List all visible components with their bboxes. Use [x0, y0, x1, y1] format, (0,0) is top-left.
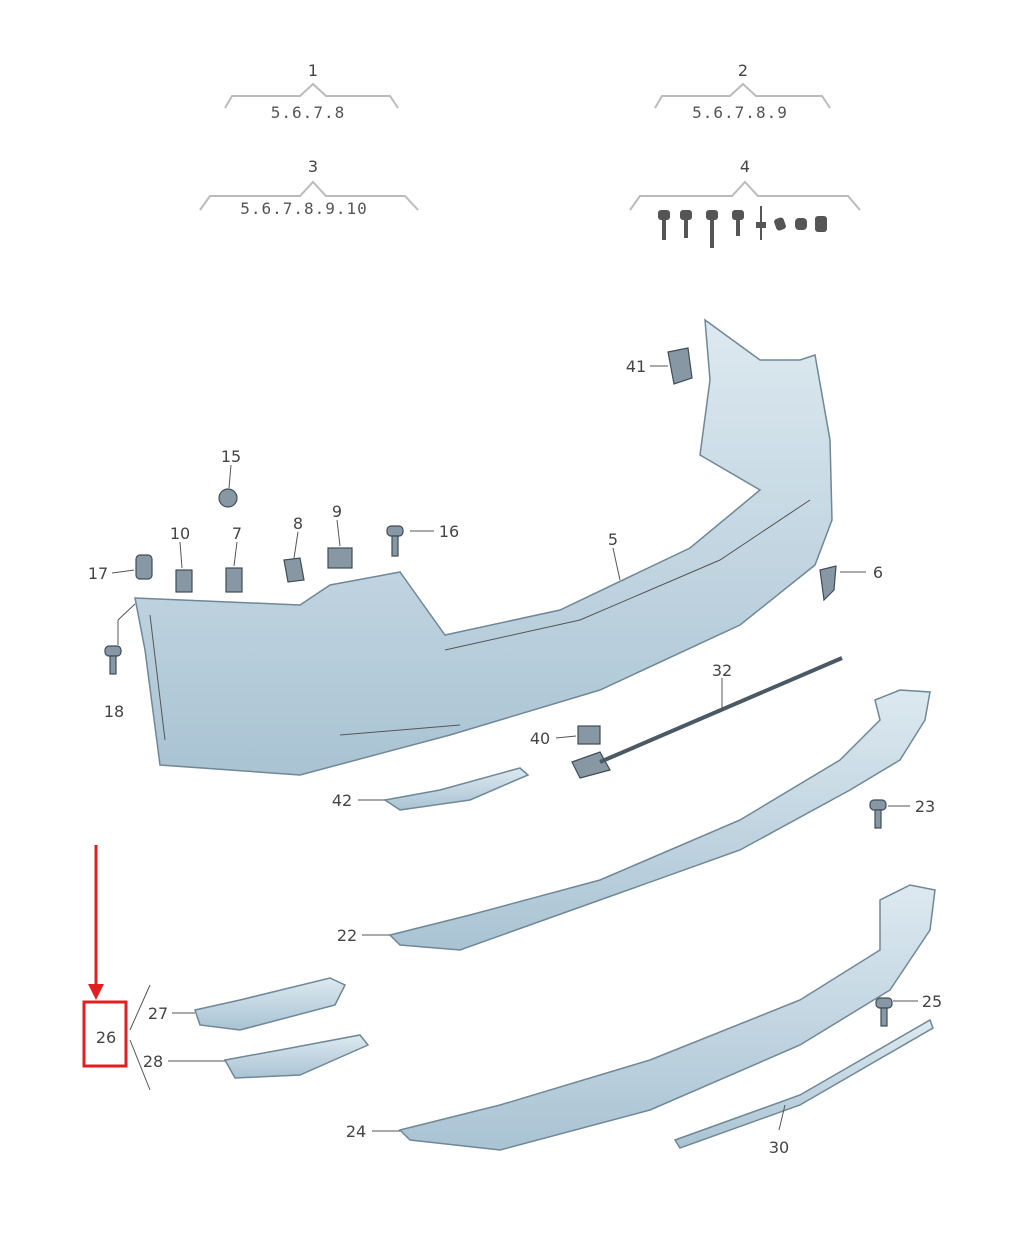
grille-28[interactable] — [223, 1034, 370, 1079]
clip-10[interactable] — [175, 569, 193, 593]
callout-32[interactable]: 32 — [712, 661, 732, 680]
brace — [654, 82, 831, 109]
group-number: 2 — [738, 61, 748, 80]
callout-6[interactable]: 6 — [873, 563, 883, 582]
callout-41[interactable]: 41 — [626, 357, 646, 376]
grille-27[interactable] — [194, 977, 347, 1031]
strip-30[interactable] — [673, 1018, 934, 1149]
callout-7[interactable]: 7 — [232, 524, 242, 543]
group-3: 3 5.6.7.8.9.10 — [199, 157, 419, 218]
brace — [199, 180, 419, 211]
rear-bumper-cover[interactable] — [134, 318, 833, 776]
callout-25[interactable]: 25 — [922, 992, 942, 1011]
brace — [224, 82, 399, 109]
clip-8[interactable] — [283, 557, 305, 583]
bolt-16[interactable] — [386, 525, 404, 557]
brace — [629, 180, 861, 211]
callout-40[interactable]: 40 — [530, 729, 550, 748]
group-number: 4 — [740, 157, 750, 176]
strip-32[interactable] — [599, 656, 843, 764]
callout-10[interactable]: 10 — [170, 524, 190, 543]
callout-24[interactable]: 24 — [346, 1122, 366, 1141]
trim-42[interactable] — [383, 767, 530, 811]
group-contents: 5.6.7.8.9 — [692, 103, 788, 122]
diffuser-22[interactable] — [388, 689, 931, 951]
callout-8[interactable]: 8 — [293, 514, 303, 533]
bolt-23[interactable] — [869, 799, 887, 829]
small-parts — [104, 488, 893, 1027]
bolt-25[interactable] — [875, 997, 893, 1027]
callout-27[interactable]: 27 — [148, 1004, 168, 1023]
callout-16[interactable]: 16 — [439, 522, 459, 541]
callout-17[interactable]: 17 — [88, 564, 108, 583]
callout-42[interactable]: 42 — [332, 791, 352, 810]
bolt-18[interactable] — [104, 645, 122, 675]
callout-22[interactable]: 22 — [337, 926, 357, 945]
group-contents: 5.6.7.8 — [271, 103, 345, 122]
diffuser-24[interactable] — [398, 884, 936, 1151]
callout-28[interactable]: 28 — [143, 1052, 163, 1071]
group-number: 1 — [308, 61, 318, 80]
group-1: 1 5.6.7.8 — [224, 61, 399, 122]
callout-23[interactable]: 23 — [915, 797, 935, 816]
bumper-contour-lines — [149, 499, 811, 741]
callout-26[interactable]: 26 — [96, 1028, 116, 1047]
callout-18[interactable]: 18 — [104, 702, 124, 721]
clip-9[interactable] — [327, 547, 353, 569]
bracket-41[interactable] — [667, 347, 693, 385]
callout-30[interactable]: 30 — [769, 1138, 789, 1157]
leader-lines — [111, 365, 918, 1132]
group-number: 3 — [308, 157, 318, 176]
clip-15[interactable] — [218, 488, 238, 508]
group-2: 2 5.6.7.8.9 — [654, 61, 831, 122]
callout-9[interactable]: 9 — [332, 502, 342, 521]
callouts: 41 15 10 7 8 9 16 17 5 6 18 32 40 42 23 … — [88, 357, 942, 1157]
bracket-40[interactable] — [577, 725, 601, 745]
clip-7[interactable] — [225, 567, 243, 593]
bracket-32-end[interactable] — [571, 751, 611, 779]
callout-15[interactable]: 15 — [221, 447, 241, 466]
callout-5[interactable]: 5 — [608, 530, 618, 549]
group-4: 4 — [629, 157, 861, 248]
nut-17[interactable] — [135, 554, 153, 580]
group-contents: 5.6.7.8.9.10 — [240, 199, 368, 218]
red-arrow-head-icon — [88, 984, 104, 1000]
sensor-holder-6[interactable] — [819, 565, 837, 602]
highlight-box — [82, 1000, 128, 1068]
highlight-annotation: 26 — [82, 845, 128, 1068]
fastener-set-icon — [658, 206, 827, 248]
